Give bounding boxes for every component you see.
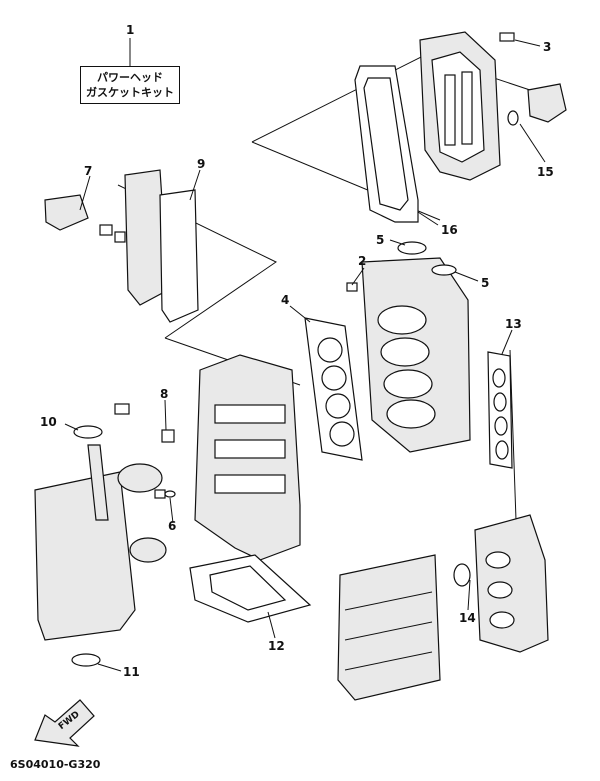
kit-label-line-2: ガスケットキット [86,86,174,99]
head-cover-gasket [354,65,419,223]
callout-12: 12 [268,639,285,653]
kit-label-line-1: パワーヘッド [97,71,163,84]
gasket-kit-label-box: パワーヘッド ガスケットキット [80,66,180,104]
intake-manifold [453,514,549,653]
callout-7: 7 [84,164,92,178]
exhaust-guide-gasket [189,554,312,623]
forward-arrow-icon: FWD [34,699,95,747]
callout-3: 3 [543,40,551,54]
crankcase [34,444,167,641]
callout-5-lower: 5 [481,276,489,290]
exhaust-cover-assembly [44,169,199,323]
callout-numbers: 1 2 3 4 5 5 6 7 8 9 10 11 12 13 14 15 16 [40,23,554,679]
intake-silencer [337,554,441,701]
crankcase-seals [71,425,103,667]
callout-8: 8 [160,387,168,401]
callout-2: 2 [358,254,366,268]
intake-manifold-gasket [487,351,513,469]
cylinder-head-cover [419,31,567,181]
callout-10: 10 [40,415,57,429]
diagram-code: 6S04010-G320 [10,758,101,771]
callout-5-upper: 5 [376,233,384,247]
cylinder-head-gasket [304,317,363,461]
callout-9: 9 [197,157,205,171]
fasteners [114,32,519,499]
callout-1: 1 [126,23,134,37]
callout-leaders [64,38,546,672]
callout-11: 11 [123,665,140,679]
callout-16: 16 [441,223,458,237]
callout-15: 15 [537,165,554,179]
callout-13: 13 [505,317,522,331]
callout-14: 14 [459,611,476,625]
cylinder-head [361,257,471,453]
callout-6: 6 [168,519,176,533]
cylinder-block [194,354,301,561]
callout-4: 4 [281,293,289,307]
